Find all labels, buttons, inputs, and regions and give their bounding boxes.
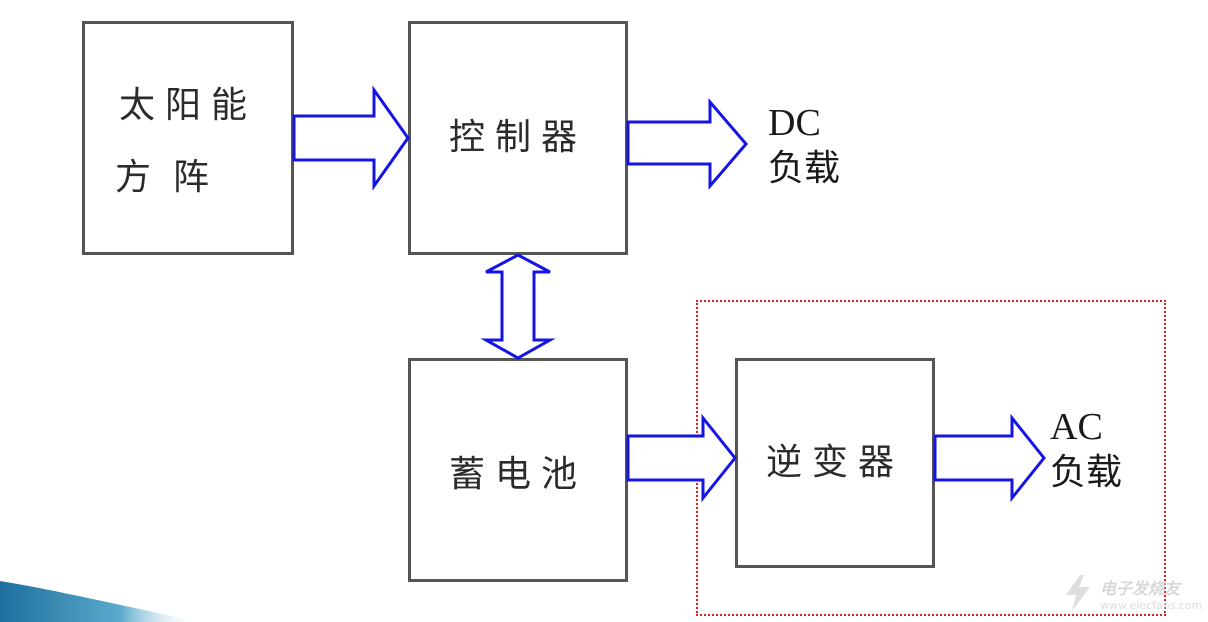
arrow-solar-to-controller xyxy=(292,85,410,191)
corner-swoosh-decoration xyxy=(0,581,200,622)
solar-array-block: 太阳能 方阵 xyxy=(82,21,294,255)
ac-load-label: AC 负载 xyxy=(1050,404,1122,496)
dc-load-code: DC xyxy=(768,102,821,144)
inverter-label: 逆变器 xyxy=(765,442,904,483)
controller-label: 控制器 xyxy=(448,117,587,158)
battery-block: 蓄电池 xyxy=(408,358,628,582)
lightning-logo-icon xyxy=(1066,575,1090,611)
arrow-controller-to-dc-load xyxy=(626,97,748,191)
arrow-battery-to-inverter xyxy=(626,413,737,503)
watermark-url: www.elecfans.com xyxy=(1100,598,1203,612)
solar-array-label-line2: 方阵 xyxy=(115,157,232,198)
dc-load-text: 负载 xyxy=(768,148,841,189)
solar-array-label-line1: 太阳能 xyxy=(118,85,257,126)
arrow-controller-battery-bidirectional xyxy=(480,253,556,360)
ac-load-text: 负载 xyxy=(1050,452,1123,493)
battery-label: 蓄电池 xyxy=(448,454,587,495)
arrow-inverter-to-ac-load xyxy=(933,413,1046,503)
inverter-block: 逆变器 xyxy=(735,358,935,568)
ac-load-code: AC xyxy=(1050,406,1103,448)
dc-load-label: DC 负载 xyxy=(768,100,840,192)
watermark-brand: 电子发烧友 xyxy=(1100,578,1181,598)
watermark: 电子发烧友 www.elecfans.com xyxy=(1060,568,1205,618)
